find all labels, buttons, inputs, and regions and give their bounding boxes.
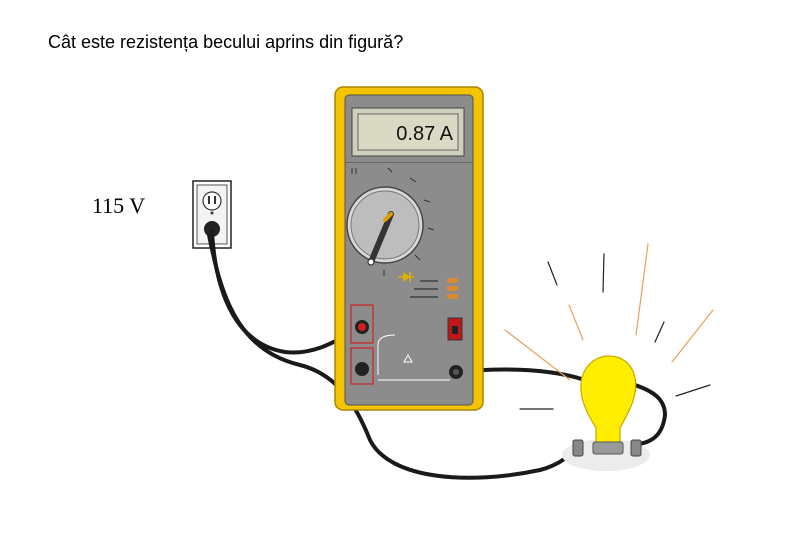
wire-outlet-to-bulb bbox=[207, 233, 582, 480]
fuse-indicator bbox=[447, 317, 463, 341]
wire-bulb-return bbox=[623, 380, 668, 446]
multimeter: 0.87 A bbox=[334, 86, 484, 411]
light-bulb bbox=[562, 355, 650, 471]
warning-triangle-icon bbox=[403, 353, 413, 363]
terminal-volts[interactable] bbox=[449, 365, 463, 379]
light-rays bbox=[504, 243, 714, 410]
question-text: Cât este rezistența becului aprins din f… bbox=[48, 32, 404, 52]
terminal-amps[interactable] bbox=[350, 304, 374, 344]
voltage-label: 115 V bbox=[92, 193, 146, 218]
display-reading: 0.87 A bbox=[396, 123, 453, 145]
terminal-common[interactable] bbox=[350, 347, 374, 385]
function-buttons[interactable] bbox=[447, 278, 458, 299]
diode-icon bbox=[398, 272, 414, 282]
dial-pointer bbox=[368, 211, 394, 265]
wall-outlet bbox=[192, 180, 232, 249]
